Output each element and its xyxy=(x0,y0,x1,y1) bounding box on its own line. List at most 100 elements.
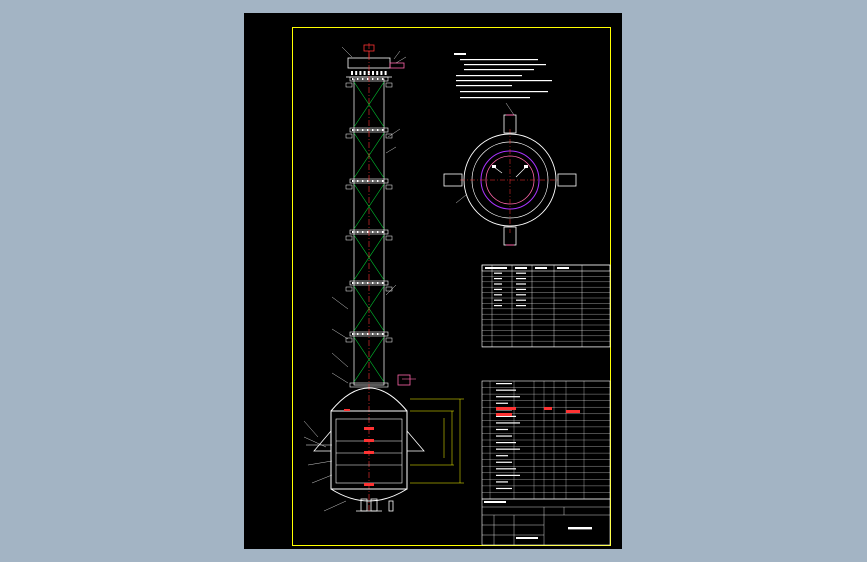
flange-bolt xyxy=(372,129,374,131)
parts-table xyxy=(481,264,611,348)
flange-bolt xyxy=(377,282,379,284)
bom-cell-text xyxy=(496,428,508,431)
bom-cell-text xyxy=(496,435,512,437)
parts-cell-text xyxy=(494,299,502,301)
parts-cell-text xyxy=(516,288,526,290)
flange-bolt xyxy=(362,333,364,335)
flange-bolt xyxy=(382,129,384,131)
section-side-nozzle xyxy=(385,286,393,292)
flange-bolt xyxy=(357,282,359,284)
plan-view xyxy=(443,102,577,246)
flange-bolt xyxy=(367,78,369,80)
leader-lines xyxy=(303,46,407,512)
section-side-nozzle xyxy=(385,133,393,139)
section-side-nozzle xyxy=(385,184,393,190)
cad-drawing xyxy=(292,27,611,546)
parts-cell-text xyxy=(494,278,502,280)
bom-highlight-cells xyxy=(496,407,580,416)
flange-bolt xyxy=(362,282,364,284)
section-diagonal xyxy=(353,81,385,128)
parts-cell-text xyxy=(516,299,526,301)
flange-bolt xyxy=(367,333,369,335)
section-side-nozzle xyxy=(385,235,393,241)
technical-notes xyxy=(454,53,552,99)
flange-bolt xyxy=(362,78,364,80)
parts-header-text xyxy=(495,267,507,269)
distributor-tooth xyxy=(351,71,353,75)
bom-cell-text xyxy=(496,396,520,398)
section-side-nozzle xyxy=(345,184,353,190)
bom-cell-text xyxy=(496,448,520,450)
flange-bolt xyxy=(362,129,364,131)
bom-cell-text xyxy=(496,415,516,417)
parts-cell-text xyxy=(516,294,526,296)
parts-header-text xyxy=(557,267,569,269)
bom-table xyxy=(481,380,611,500)
section-side-nozzle xyxy=(345,337,353,343)
distributor-tooth xyxy=(372,71,374,75)
bom-cell-text xyxy=(496,455,508,457)
flange-bolt xyxy=(362,180,364,182)
flange-bolt xyxy=(372,78,374,80)
flange-bolt xyxy=(382,78,384,80)
flange-bolt xyxy=(352,333,354,335)
vessel-dimensions xyxy=(410,398,464,484)
flange-bolt xyxy=(357,78,359,80)
section-side-nozzle xyxy=(345,133,353,139)
reboiler-bottom-head xyxy=(330,488,408,502)
title-block xyxy=(481,498,611,546)
parts-header-text xyxy=(485,267,497,269)
distributor-tooth xyxy=(355,71,358,75)
flange-bolt xyxy=(367,129,369,131)
flange-bolt xyxy=(352,282,354,284)
flange-bolt xyxy=(352,180,354,182)
flange-bolt xyxy=(382,231,384,233)
flange-bolt xyxy=(352,129,354,131)
parts-cell-text xyxy=(494,288,502,290)
parts-cell-text xyxy=(494,272,502,274)
right-support-lug xyxy=(406,429,425,452)
reboiler-top-head xyxy=(330,387,408,412)
flange-bolt xyxy=(362,231,364,233)
parts-table-rows xyxy=(482,267,610,347)
flange-bolt xyxy=(372,180,374,182)
flange-bolt xyxy=(372,231,374,233)
bom-table-grid xyxy=(482,381,610,499)
flange-bolt xyxy=(372,333,374,335)
flange-bolt xyxy=(377,231,379,233)
section-side-nozzle xyxy=(345,82,353,88)
distillation-column xyxy=(303,43,464,513)
flange-bolt xyxy=(357,333,359,335)
parts-cell-text xyxy=(516,278,526,280)
flange-bolt xyxy=(382,180,384,182)
flange-bolt xyxy=(352,231,354,233)
distributor-tooth xyxy=(363,71,366,75)
flange-bolt xyxy=(367,231,369,233)
flange-bolt xyxy=(377,129,379,131)
parts-cell-text xyxy=(516,272,526,274)
parts-cell-text xyxy=(494,305,502,307)
parts-cell-text xyxy=(516,305,526,307)
parts-header-text xyxy=(535,267,547,269)
flange-bolt xyxy=(367,282,369,284)
flange-bolt xyxy=(357,129,359,131)
flange-bolt xyxy=(352,78,354,80)
parts-cell-text xyxy=(494,283,502,285)
flange-bolt xyxy=(357,180,359,182)
drawing-frame xyxy=(292,27,611,546)
section-side-nozzle xyxy=(385,82,393,88)
bom-cell-text xyxy=(496,442,516,444)
reboiler-top-nozzle xyxy=(397,374,411,386)
parts-cell-text xyxy=(516,283,526,285)
parts-cell-text xyxy=(494,294,502,296)
top-side-nozzle xyxy=(389,62,405,69)
flange-bolt xyxy=(357,231,359,233)
flange-bolt xyxy=(377,78,379,80)
bom-cell-text xyxy=(496,461,512,463)
bom-cell-text xyxy=(496,389,516,391)
flange-bolt xyxy=(372,282,374,284)
bom-cell-text xyxy=(496,383,512,385)
distributor-tooth xyxy=(376,71,379,75)
bom-cell-text xyxy=(496,487,512,490)
flange-bolt xyxy=(382,282,384,284)
